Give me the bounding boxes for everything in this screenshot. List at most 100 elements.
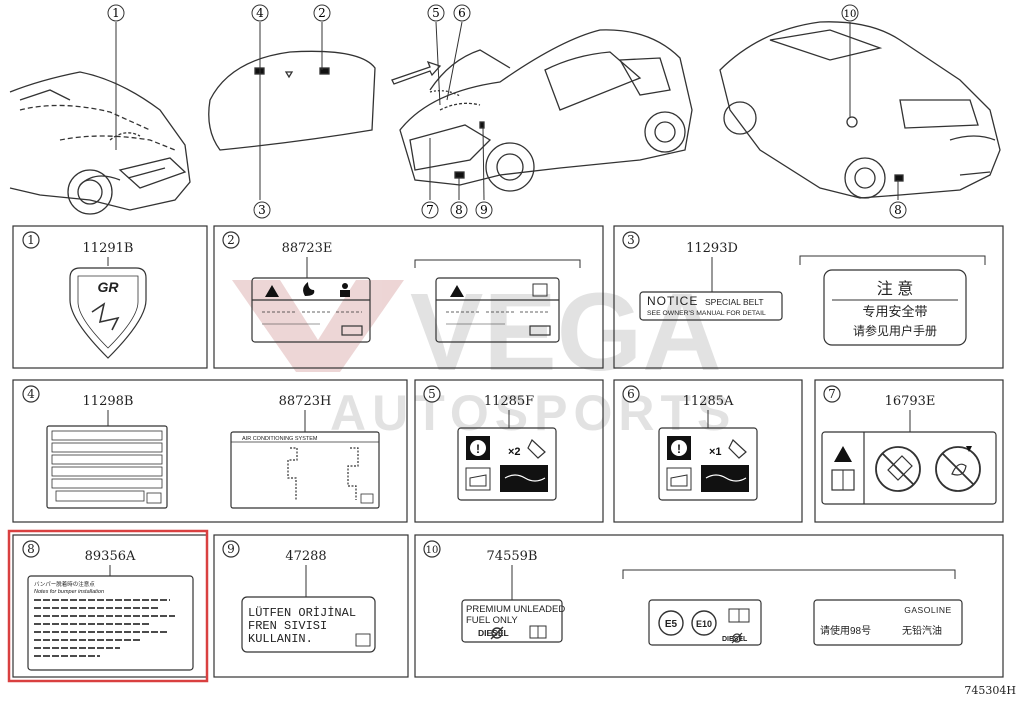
panel-4: 4 11298B 88723H AIR CONDITIONING SYSTEM [12, 379, 408, 523]
x2-text: ×2 [508, 446, 521, 458]
svg-text:!: ! [677, 442, 681, 456]
coolant-warning-label-b [435, 277, 560, 343]
car-rear-view [719, 21, 1001, 199]
svg-text:!: ! [476, 442, 480, 456]
callout-4: 4 [251, 4, 269, 22]
svg-text:6: 6 [458, 6, 466, 20]
svg-text:4: 4 [27, 387, 35, 401]
panel-2: 2 88723E [213, 225, 604, 369]
callout-leaders [115, 21, 899, 201]
zhuanyong-text: 专用安全带 [862, 304, 927, 319]
svg-text:1: 1 [27, 233, 35, 247]
panel-3: 3 11293D NOTICE SPECIAL BELT SEE OWNER'S… [613, 225, 1004, 369]
car-front-open-hood-view [399, 29, 693, 192]
svg-text:9: 9 [227, 542, 235, 556]
highlight-box-panel-8 [7, 529, 209, 683]
callout-10: 10 [841, 4, 859, 22]
ac-system-text: AIR CONDITIONING SYSTEM [242, 436, 318, 442]
ac-system-label: AIR CONDITIONING SYSTEM [230, 431, 380, 509]
panel-5: 5 11285F ! ×2 [414, 379, 604, 523]
svg-text:2: 2 [227, 233, 235, 247]
svg-text:1: 1 [112, 6, 120, 20]
gr-logo-mark: GR [98, 279, 120, 295]
watermark-sub: AUTOSPORTS [330, 385, 736, 441]
special-belt-text: SPECIAL BELT [705, 297, 764, 307]
svg-text:8: 8 [894, 203, 902, 217]
diesel-text: DIESEL [478, 628, 509, 638]
radiator-cap-warning-label [821, 431, 997, 505]
battery-warning-label-x2: ! ×2 [457, 427, 557, 501]
qingshiyong-text: 请使用98号 [820, 624, 871, 637]
panel-1: 1 11291B GR [12, 225, 208, 369]
panel-9: 9 47288 LÜTFEN ORİJİNAL FREN SIVISI KULL… [213, 534, 409, 678]
notice-special-belt-label: NOTICE SPECIAL BELT SEE OWNER'S MANUAL F… [639, 291, 783, 321]
svg-text:6: 6 [627, 387, 635, 401]
callout-8-rear: 8 [889, 201, 907, 219]
lutfen-line-1: LÜTFEN ORİJİNAL [248, 605, 356, 620]
coolant-warning-label-a [251, 277, 371, 343]
svg-text:7: 7 [426, 203, 434, 217]
vega-watermark: VEGA AUTOSPORTS [232, 271, 736, 441]
wuqian-text: 无铅汽油 [902, 624, 942, 637]
svg-text:10: 10 [844, 9, 857, 20]
svg-text:8: 8 [455, 203, 463, 217]
callouts: 1 4 2 5 6 10 3 7 8 9 8 [107, 4, 907, 219]
brake-fluid-label: LÜTFEN ORİJİNAL FREN SIVISI KULLANIN. [241, 596, 376, 653]
svg-text:5: 5 [428, 387, 436, 401]
panel-8: 8 89356A バンパー脱着時の注意点 Notes for bumper in… [12, 534, 208, 678]
panel-7: 7 16793E [814, 379, 1004, 523]
gasoline-98-label: GASOLINE 请使用98号 无铅汽油 [813, 599, 963, 646]
diagram-code: 745304H [964, 684, 1016, 697]
bumper-installation-label: バンパー脱着時の注意点 Notes for bumper installatio… [27, 575, 194, 671]
gasoline-text: GASOLINE [904, 605, 951, 615]
gr-emblem-shield [69, 267, 147, 359]
svg-text:9: 9 [480, 203, 488, 217]
premium-unleaded-label: PREMIUM UNLEADED FUEL ONLY DIESEL [461, 599, 565, 643]
svg-text:2: 2 [318, 6, 326, 20]
hood-view [208, 50, 376, 151]
part-number-11285A: 11285A [683, 394, 734, 409]
svg-text:5: 5 [432, 6, 440, 20]
callout-5: 5 [427, 4, 445, 22]
bumper-jp-text: バンパー脱着時の注意点 [34, 580, 95, 588]
e5-text: E5 [665, 619, 678, 630]
callout-3: 3 [253, 201, 271, 219]
premium-line-1: PREMIUM UNLEADED [466, 604, 565, 615]
e5-e10-label: E5 E10 DIESEL [648, 599, 762, 646]
owners-manual-text: SEE OWNER'S MANUAL FOR DETAIL [647, 310, 766, 317]
premium-line-2: FUEL ONLY [466, 615, 518, 626]
part-number-16793E: 16793E [885, 394, 936, 409]
panel-10: 10 74559B PREMIUM UNLEADED FUEL ONLY DIE… [414, 534, 1004, 678]
direction-arrow [391, 60, 442, 85]
callout-1: 1 [107, 4, 125, 22]
info-label-11298B [46, 425, 168, 509]
part-number-47288: 47288 [285, 549, 326, 564]
car-front-left-view [9, 71, 191, 215]
x1-text: ×1 [709, 446, 722, 458]
bumper-en-text: Notes for bumper installation [34, 589, 104, 595]
part-number-11285F: 11285F [484, 394, 534, 409]
lutfen-line-3: KULLANIN. [248, 632, 313, 646]
svg-text:7: 7 [828, 387, 836, 401]
svg-text:4: 4 [256, 6, 264, 20]
lutfen-line-2: FREN SIVISI [248, 619, 327, 633]
e10-text: E10 [696, 619, 712, 629]
part-number-88723H: 88723H [279, 394, 332, 409]
callout-9: 9 [475, 201, 493, 219]
callout-6: 6 [453, 4, 471, 22]
callout-8-front: 8 [450, 201, 468, 219]
notice-text: NOTICE [647, 294, 698, 308]
battery-warning-label-x1: ! ×1 [658, 427, 758, 501]
zhuyi-text: 注 意 [877, 279, 913, 298]
part-number-11298B: 11298B [83, 394, 134, 409]
svg-text:3: 3 [627, 233, 635, 247]
qingcan-text: 请参见用户手册 [853, 323, 937, 338]
part-number-89356A: 89356A [85, 549, 136, 564]
callout-2: 2 [313, 4, 331, 22]
part-number-88723E: 88723E [282, 241, 333, 256]
callout-7: 7 [421, 201, 439, 219]
svg-text:10: 10 [426, 545, 439, 556]
part-number-11291B: 11291B [83, 241, 134, 256]
svg-text:3: 3 [258, 203, 266, 217]
